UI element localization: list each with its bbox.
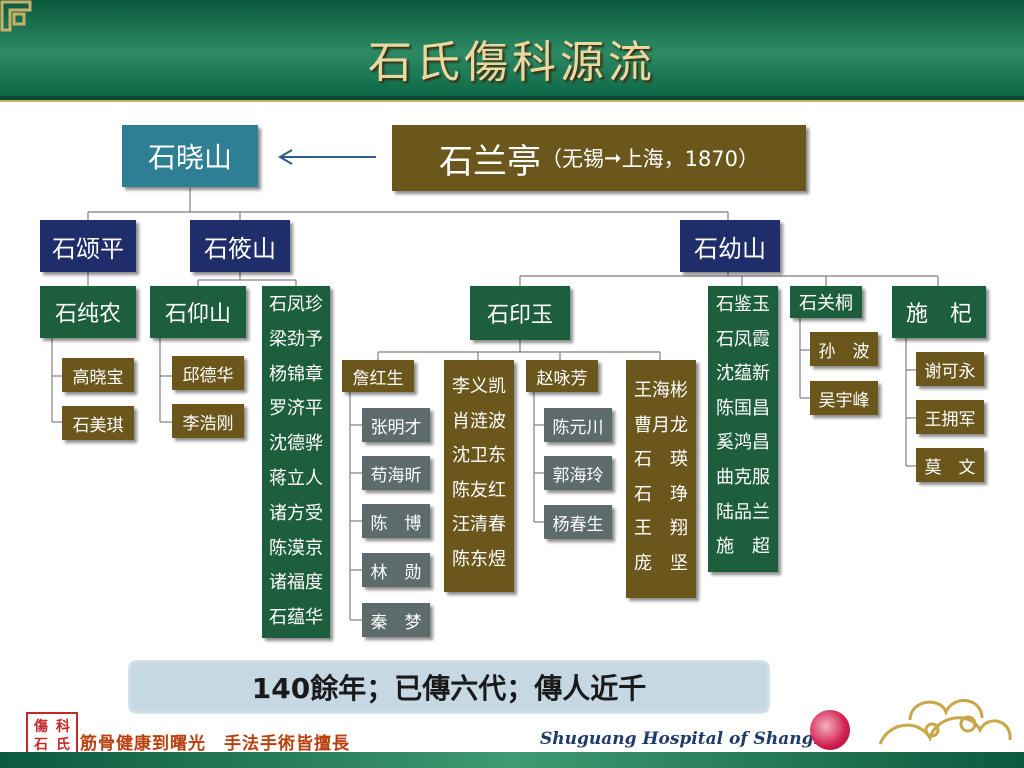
corner-ornament-icon <box>0 0 32 32</box>
list-item: 汪清春 <box>452 514 506 536</box>
list-item: 石鉴玉 <box>716 294 770 315</box>
list-item: 沈卫东 <box>452 445 506 467</box>
student-box: 邱德华 <box>172 356 244 390</box>
student-box: 王拥军 <box>916 400 984 434</box>
disciple-list-yinyu-right: 王海彬 曹月龙 石 瑛 石 琤 王 翔 庞 坚 <box>626 360 696 598</box>
student-box: 郭海玲 <box>544 456 612 490</box>
list-item: 诸福度 <box>269 572 323 594</box>
list-item: 陈友红 <box>452 479 506 501</box>
list-item: 石凤珍 <box>269 294 323 315</box>
founder-detail: （无锡 <box>540 147 604 171</box>
list-item: 曹月龙 <box>634 414 688 436</box>
disciple-list-yinyu-mid: 李义凯 肖涟波 沈卫东 陈友红 汪清春 陈东煜 <box>444 360 514 592</box>
list-item: 梁劲予 <box>269 328 323 350</box>
founder-box: 石兰亭 （无锡 ➞ 上海，1870） <box>392 125 806 191</box>
hospital-name: Shuguang Hospital of Shanghai <box>540 729 844 749</box>
header-divider <box>0 96 1024 100</box>
list-item: 沈蕴新 <box>716 363 770 385</box>
node-shi-xiaoshan-2: 石筱山 <box>190 220 290 272</box>
student-box: 李浩刚 <box>172 404 244 438</box>
disciple-list-youshan: 石鉴玉 石凤霞 沈蕴新 陈国昌 奚鸿昌 曲克服 陆品兰 施 超 <box>708 286 778 572</box>
list-item: 诸方受 <box>269 502 323 524</box>
svg-text:石: 石 <box>33 737 48 752</box>
node-shi-yinyu: 石印玉 <box>470 286 570 340</box>
student-box: 陈元川 <box>544 408 612 442</box>
node-shi-yangshan: 石仰山 <box>150 286 246 338</box>
list-item: 蒋立人 <box>269 467 323 489</box>
student-box: 苟海昕 <box>362 456 430 490</box>
list-item: 石 瑛 <box>634 449 688 471</box>
disciple-list-xiaoshan: 石凤珍 梁劲予 杨锦章 罗济平 沈德骅 蒋立人 诸方受 陈漠京 诸福度 石蕴华 <box>262 286 330 638</box>
page-title: 石氏傷科源流 <box>368 37 656 88</box>
arrow-icon: ➞ <box>603 146 622 170</box>
header-band <box>0 0 1024 96</box>
founder-detail-2: 上海，1870） <box>621 147 760 171</box>
student-box: 陈 博 <box>362 504 430 538</box>
student-box: 杨春生 <box>544 505 612 539</box>
node-zhao-yongfang: 赵咏芳 <box>526 360 598 392</box>
list-item: 奚鸿昌 <box>716 432 770 454</box>
node-shi-qi: 施 杞 <box>892 286 986 338</box>
student-box: 秦 梦 <box>362 603 430 637</box>
student-box: 谢可永 <box>916 352 984 386</box>
list-item: 石蕴华 <box>269 607 323 629</box>
header-divider-gold <box>0 100 1024 102</box>
list-item: 罗济平 <box>269 398 323 420</box>
clinic-logo-icon: 傷科石氏 <box>26 712 78 756</box>
list-item: 石凤霞 <box>716 328 770 350</box>
student-box: 石美琪 <box>62 406 134 440</box>
list-item: 曲克服 <box>716 466 770 488</box>
list-item: 王 翔 <box>634 518 688 540</box>
list-item: 李义凯 <box>452 376 506 397</box>
footer-band <box>0 752 1024 768</box>
svg-text:氏: 氏 <box>56 737 70 752</box>
hospital-emblem-icon <box>810 710 850 750</box>
list-item: 陈漠京 <box>269 537 323 559</box>
list-item: 陈东煜 <box>452 548 506 570</box>
svg-text:科: 科 <box>56 718 70 735</box>
list-item: 陈国昌 <box>716 397 770 419</box>
list-item: 王海彬 <box>634 380 688 401</box>
node-shi-chunnong: 石纯农 <box>40 286 136 338</box>
list-item: 陆品兰 <box>716 501 770 523</box>
node-zhan-hongsheng: 詹红生 <box>342 360 414 392</box>
student-box: 高晓宝 <box>62 358 134 392</box>
cloud-ornament-icon <box>878 699 1012 745</box>
list-item: 沈德骅 <box>269 433 323 455</box>
student-box: 吴宇峰 <box>810 381 878 415</box>
list-item: 石 琤 <box>634 483 688 505</box>
student-box: 张明才 <box>362 408 430 442</box>
svg-text:傷: 傷 <box>33 718 48 735</box>
list-item: 杨锦章 <box>269 363 323 385</box>
summary-banner: 140餘年；已傳六代；傳人近千 <box>128 660 770 714</box>
list-item: 施 超 <box>716 536 770 558</box>
node-shi-songping: 石颂平 <box>40 220 136 272</box>
student-box: 林 勋 <box>362 553 430 587</box>
list-item: 肖涟波 <box>452 410 506 432</box>
footer-slogan: 筋骨健康到曙光 手法手術皆擅長 <box>80 734 350 754</box>
list-item: 庞 坚 <box>634 552 688 574</box>
node-shi-xiaoshan: 石晓山 <box>122 125 258 187</box>
founder-name: 石兰亭 <box>438 141 541 182</box>
node-shi-youshan: 石幼山 <box>680 220 780 272</box>
student-box: 莫 文 <box>916 448 984 482</box>
student-box: 孙 波 <box>810 332 878 366</box>
node-shi-guantong: 石关桐 <box>790 286 862 318</box>
